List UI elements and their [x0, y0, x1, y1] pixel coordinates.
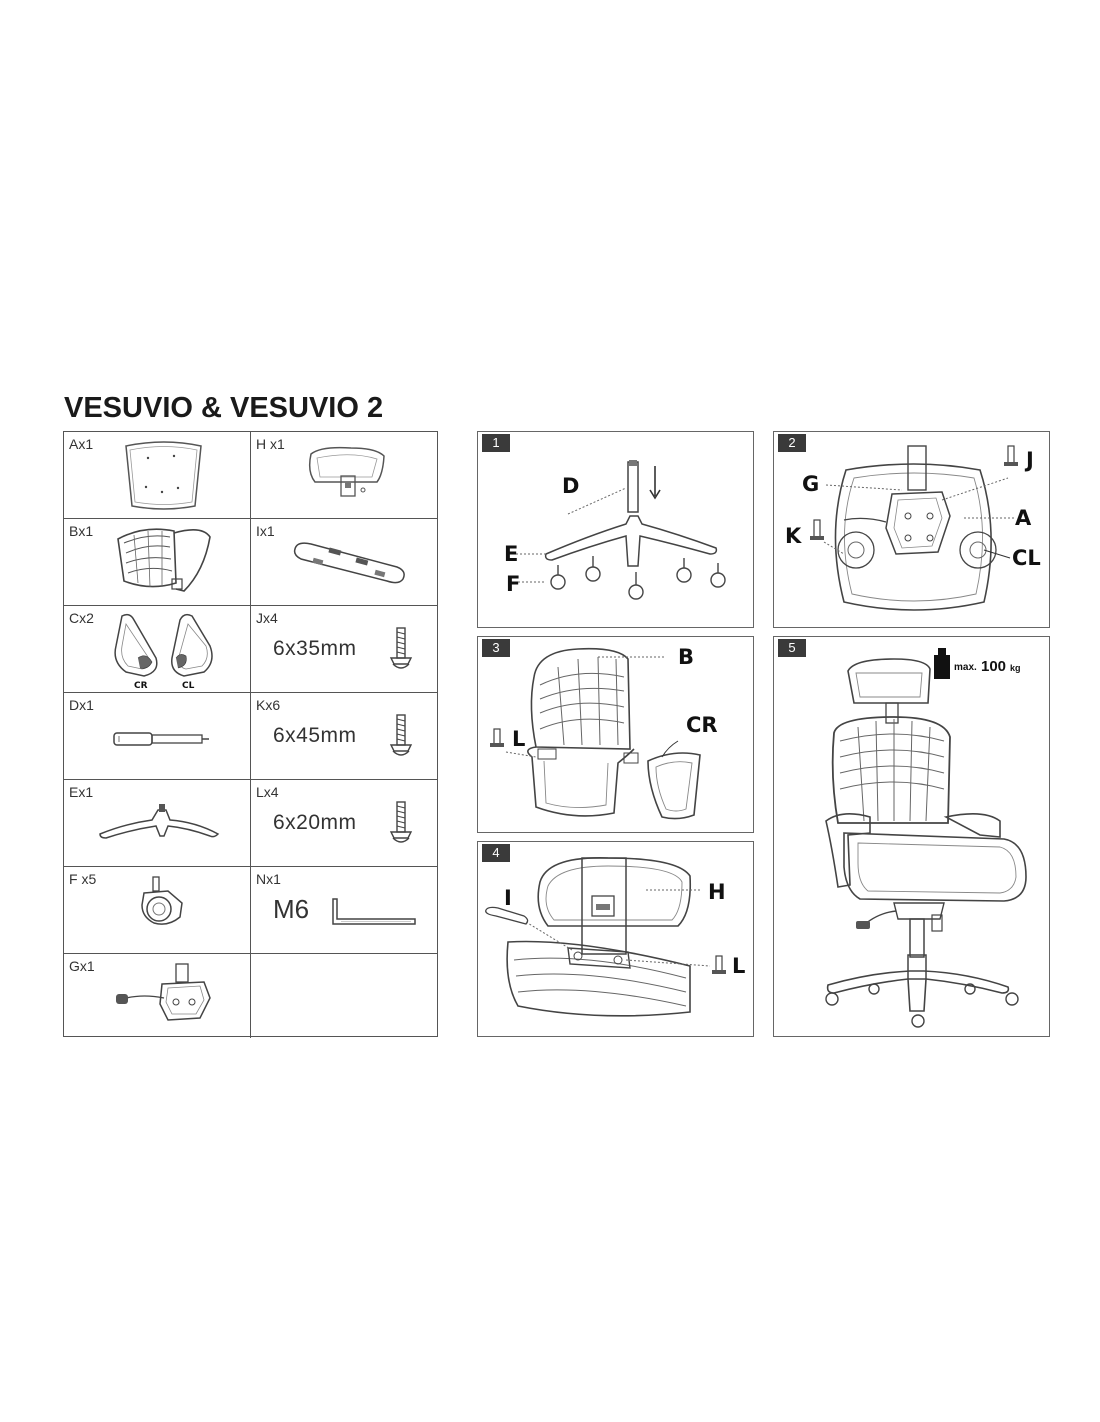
assembled-chair-illustration [825, 648, 1027, 1028]
gas-lift-icon [113, 732, 209, 746]
part-l-cell: Lx4 6x20mm [251, 780, 438, 867]
callout-e: E [504, 542, 519, 566]
part-k-label: Kx6 [256, 697, 281, 713]
headrest-assembly-illustration [485, 857, 726, 1017]
armrests-icon [114, 613, 213, 677]
step-5-number: 5 [778, 639, 806, 657]
weight-max-label: max. [954, 662, 977, 673]
part-f-label: F x5 [69, 871, 97, 887]
step-3-number: 3 [482, 639, 510, 657]
part-g-label: Gx1 [69, 958, 95, 974]
callout-k: K [785, 524, 802, 548]
page-title: VESUVIO & VESUVIO 2 [64, 392, 384, 424]
part-k-size: 6x45mm [273, 724, 357, 747]
callout-l-2: L [732, 954, 746, 978]
seat-icon [125, 441, 202, 510]
step-2-panel: 2 J G A K CL [773, 431, 1050, 628]
empty-cell [251, 954, 438, 1038]
part-g-cell: Gx1 [64, 954, 251, 1038]
step-1-number: 1 [482, 434, 510, 452]
backrest-icon [117, 528, 211, 592]
part-b-label: Bx1 [69, 523, 94, 539]
part-a-label: Ax1 [69, 436, 94, 452]
part-j-size: 6x35mm [273, 637, 357, 660]
backrest-armrest-illustration [490, 647, 701, 820]
callout-g: G [802, 472, 820, 496]
part-n-size: M6 [273, 894, 310, 924]
allen-key-icon [332, 898, 416, 925]
weight-value: 100 [981, 658, 1007, 675]
weight-unit: kg [1010, 663, 1021, 673]
callout-a: A [1015, 506, 1032, 530]
callout-cl: CL [1012, 546, 1041, 570]
callout-h: H [708, 880, 726, 904]
sublabel-cr: CR [134, 681, 148, 691]
step-5-panel: 5 max. 100 [773, 636, 1050, 1037]
part-l-label: Lx4 [256, 784, 279, 800]
part-b-cell: Bx1 [64, 519, 251, 606]
callout-d: D [562, 474, 580, 498]
callout-l: L [512, 727, 526, 751]
part-h-cell: H x1 [251, 432, 438, 519]
part-i-label: Ix1 [256, 523, 275, 539]
step-2-number: 2 [778, 434, 806, 452]
parts-table: Ax1 H x1 Bx1 [63, 431, 438, 1038]
step-3-panel: 3 B L CR [477, 636, 754, 833]
part-l-size: 6x20mm [273, 811, 357, 834]
callout-cr: CR [686, 713, 718, 737]
sublabel-cl: CL [182, 681, 195, 691]
callout-j: J [1026, 448, 1034, 472]
mechanism-icon [116, 963, 211, 1021]
part-c-label: Cx2 [69, 610, 94, 626]
caster-icon [141, 876, 183, 925]
headrest-bracket-icon [293, 542, 405, 584]
bolt-icon [389, 801, 413, 843]
callout-b: B [678, 645, 695, 669]
callout-i: I [504, 886, 512, 910]
part-f-cell: F x5 [64, 867, 251, 954]
part-j-label: Jx4 [256, 610, 278, 626]
base-icon [99, 804, 220, 839]
base-assembly-illustration [508, 460, 726, 600]
part-n-cell: Nx1 M6 [251, 867, 438, 954]
headrest-icon [308, 446, 385, 497]
bolt-icon [389, 627, 413, 669]
part-c-cell: Cx2 CR CL [64, 606, 251, 693]
step-1-panel: 1 D E F [477, 431, 754, 628]
step-4-number: 4 [482, 844, 510, 862]
part-e-cell: Ex1 [64, 780, 251, 867]
part-e-label: Ex1 [69, 784, 94, 800]
part-d-label: Dx1 [69, 697, 94, 713]
part-k-cell: Kx6 6x45mm [251, 693, 438, 780]
seat-mechanism-illustration [810, 445, 1018, 611]
callout-f: F [506, 572, 521, 596]
step-4-panel: 4 I H L [477, 841, 754, 1037]
part-d-cell: Dx1 [64, 693, 251, 780]
part-i-cell: Ix1 [251, 519, 438, 606]
part-j-cell: Jx4 6x35mm [251, 606, 438, 693]
part-a-cell: Ax1 [64, 432, 251, 519]
part-h-label: H x1 [256, 436, 285, 452]
part-n-label: Nx1 [256, 871, 281, 887]
bolt-icon [389, 714, 413, 756]
